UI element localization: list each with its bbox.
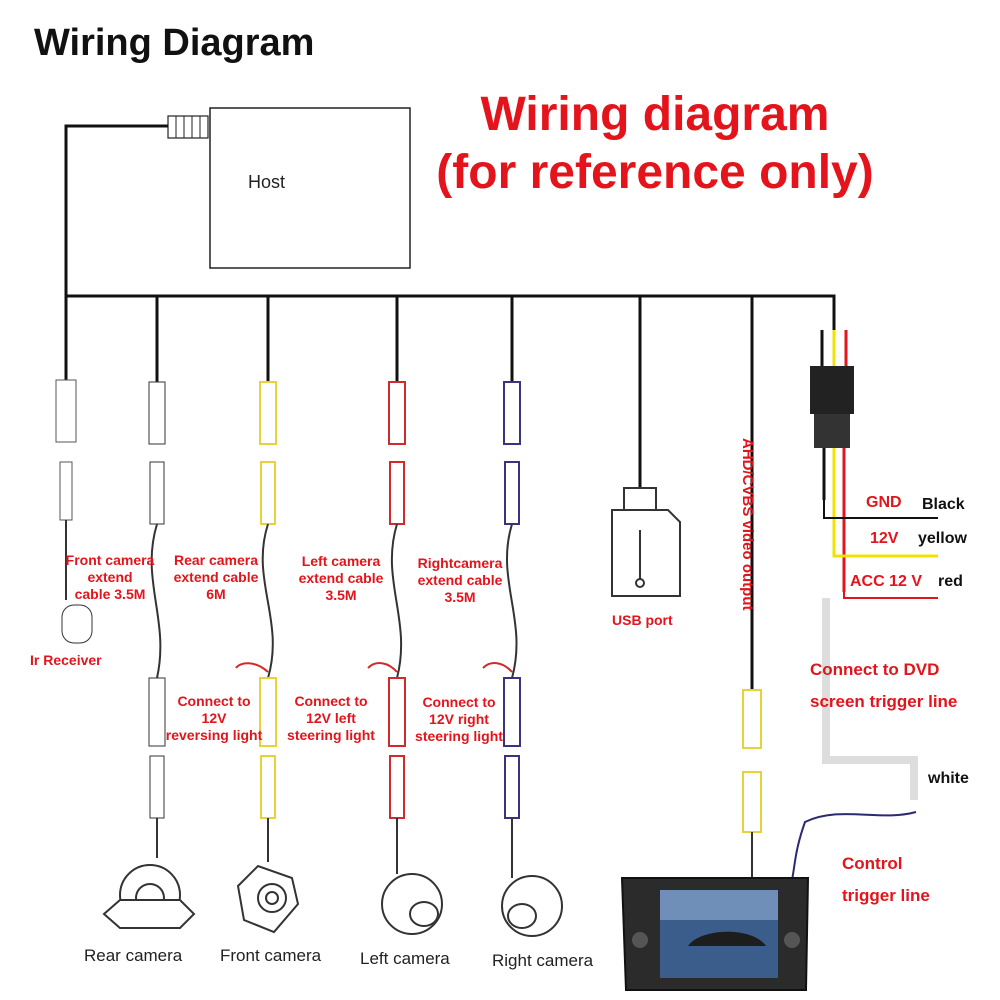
rear-cable-line3: 6M	[206, 586, 226, 602]
front-camera-device	[236, 864, 300, 934]
left-cable-line3: 3.5M	[325, 587, 357, 603]
right-steering-line1: Connect to	[422, 694, 496, 710]
v12-color-label: yellow	[918, 530, 967, 547]
control-line2: trigger line	[842, 886, 930, 905]
host-label: Host	[248, 172, 286, 192]
rear-cable-line2: extend cable	[173, 569, 259, 585]
left-cable-line2: extend cable	[298, 570, 384, 586]
control-line1: Control	[842, 854, 903, 873]
rear-camera-device	[102, 864, 196, 929]
left-cable-label: Left camera extend cable 3.5M	[294, 553, 388, 604]
left-steering-label: Connect to 12V left steering light	[284, 693, 378, 744]
right-cable-label: Rightcamera extend cable 3.5M	[412, 555, 508, 606]
main-harness	[64, 124, 836, 690]
right-steering-line2: 12V right	[429, 711, 489, 727]
gnd-color-label: Black	[922, 496, 965, 513]
reversing-line2: 12V	[201, 710, 227, 726]
right-cable-line3: 3.5M	[444, 589, 476, 605]
rear-camera-label: Rear camera	[84, 946, 183, 965]
right-camera-device	[501, 875, 563, 937]
power-harness	[810, 330, 938, 800]
front-extend-cable	[148, 381, 166, 858]
right-steering-label: Connect to 12V right steering light	[412, 694, 506, 745]
v12-label: 12V	[870, 530, 899, 547]
left-extend-cable	[367, 381, 406, 874]
right-steering-line3: steering light	[415, 728, 503, 744]
rear-extend-cable	[235, 381, 277, 862]
gnd-label: GND	[866, 494, 902, 511]
left-steering-line2: 12V left	[306, 710, 356, 726]
right-cable-line2: extend cable	[417, 572, 503, 588]
dvd-trigger-line2: screen trigger line	[810, 692, 958, 711]
reversing-light-label: Connect to 12V reversing light	[164, 693, 264, 744]
left-camera-label: Left camera	[360, 949, 450, 968]
control-trigger-label: Control trigger line	[842, 848, 930, 912]
usb-plug	[611, 487, 681, 597]
left-camera-device	[381, 873, 443, 935]
front-cable-line2: extend	[87, 569, 133, 585]
left-steering-line3: steering light	[287, 727, 375, 743]
reversing-line1: Connect to	[177, 693, 251, 709]
dvd-trigger-label: Connect to DVD screen trigger line	[810, 654, 957, 718]
rear-cable-label: Rear camera extend cable 6M	[168, 552, 264, 603]
host-connector	[167, 115, 209, 139]
left-steering-line1: Connect to	[294, 693, 368, 709]
ir-receiver-device	[61, 604, 93, 644]
acc-label: ACC 12 V	[850, 573, 923, 590]
reference-title-line2: (for reference only)	[436, 146, 874, 199]
video-output-label: AHD/CVBS video output	[739, 438, 756, 611]
left-cable-line1: Left camera	[301, 553, 381, 569]
front-cable-line3: cable 3.5M	[74, 586, 146, 602]
front-camera-label: Front camera	[220, 946, 322, 965]
usb-port-label: USB port	[612, 612, 673, 628]
ir-receiver-cable	[55, 379, 93, 644]
host-box	[209, 107, 411, 269]
control-trigger-wire	[791, 811, 917, 881]
video-output-cable	[742, 689, 762, 878]
white-wire-label: white	[928, 770, 969, 787]
page-title: Wiring Diagram	[34, 22, 315, 64]
reference-title: Wiring diagram (for reference only)	[420, 86, 890, 202]
front-cable-line1: Front camera	[65, 552, 155, 568]
rear-cable-line1: Rear camera	[173, 552, 259, 568]
right-cable-line1: Rightcamera	[417, 555, 503, 571]
acc-color-label: red	[938, 573, 963, 590]
dvd-trigger-line1: Connect to DVD	[810, 660, 940, 679]
dvd-head-unit	[620, 877, 810, 991]
ir-receiver-label: Ir Receiver	[30, 652, 102, 668]
right-extend-cable	[482, 381, 521, 878]
reversing-line3: reversing light	[165, 727, 263, 743]
front-cable-label: Front camera extend cable 3.5M	[60, 552, 160, 603]
right-camera-label: Right camera	[492, 951, 594, 970]
reference-title-line1: Wiring diagram	[480, 88, 830, 141]
